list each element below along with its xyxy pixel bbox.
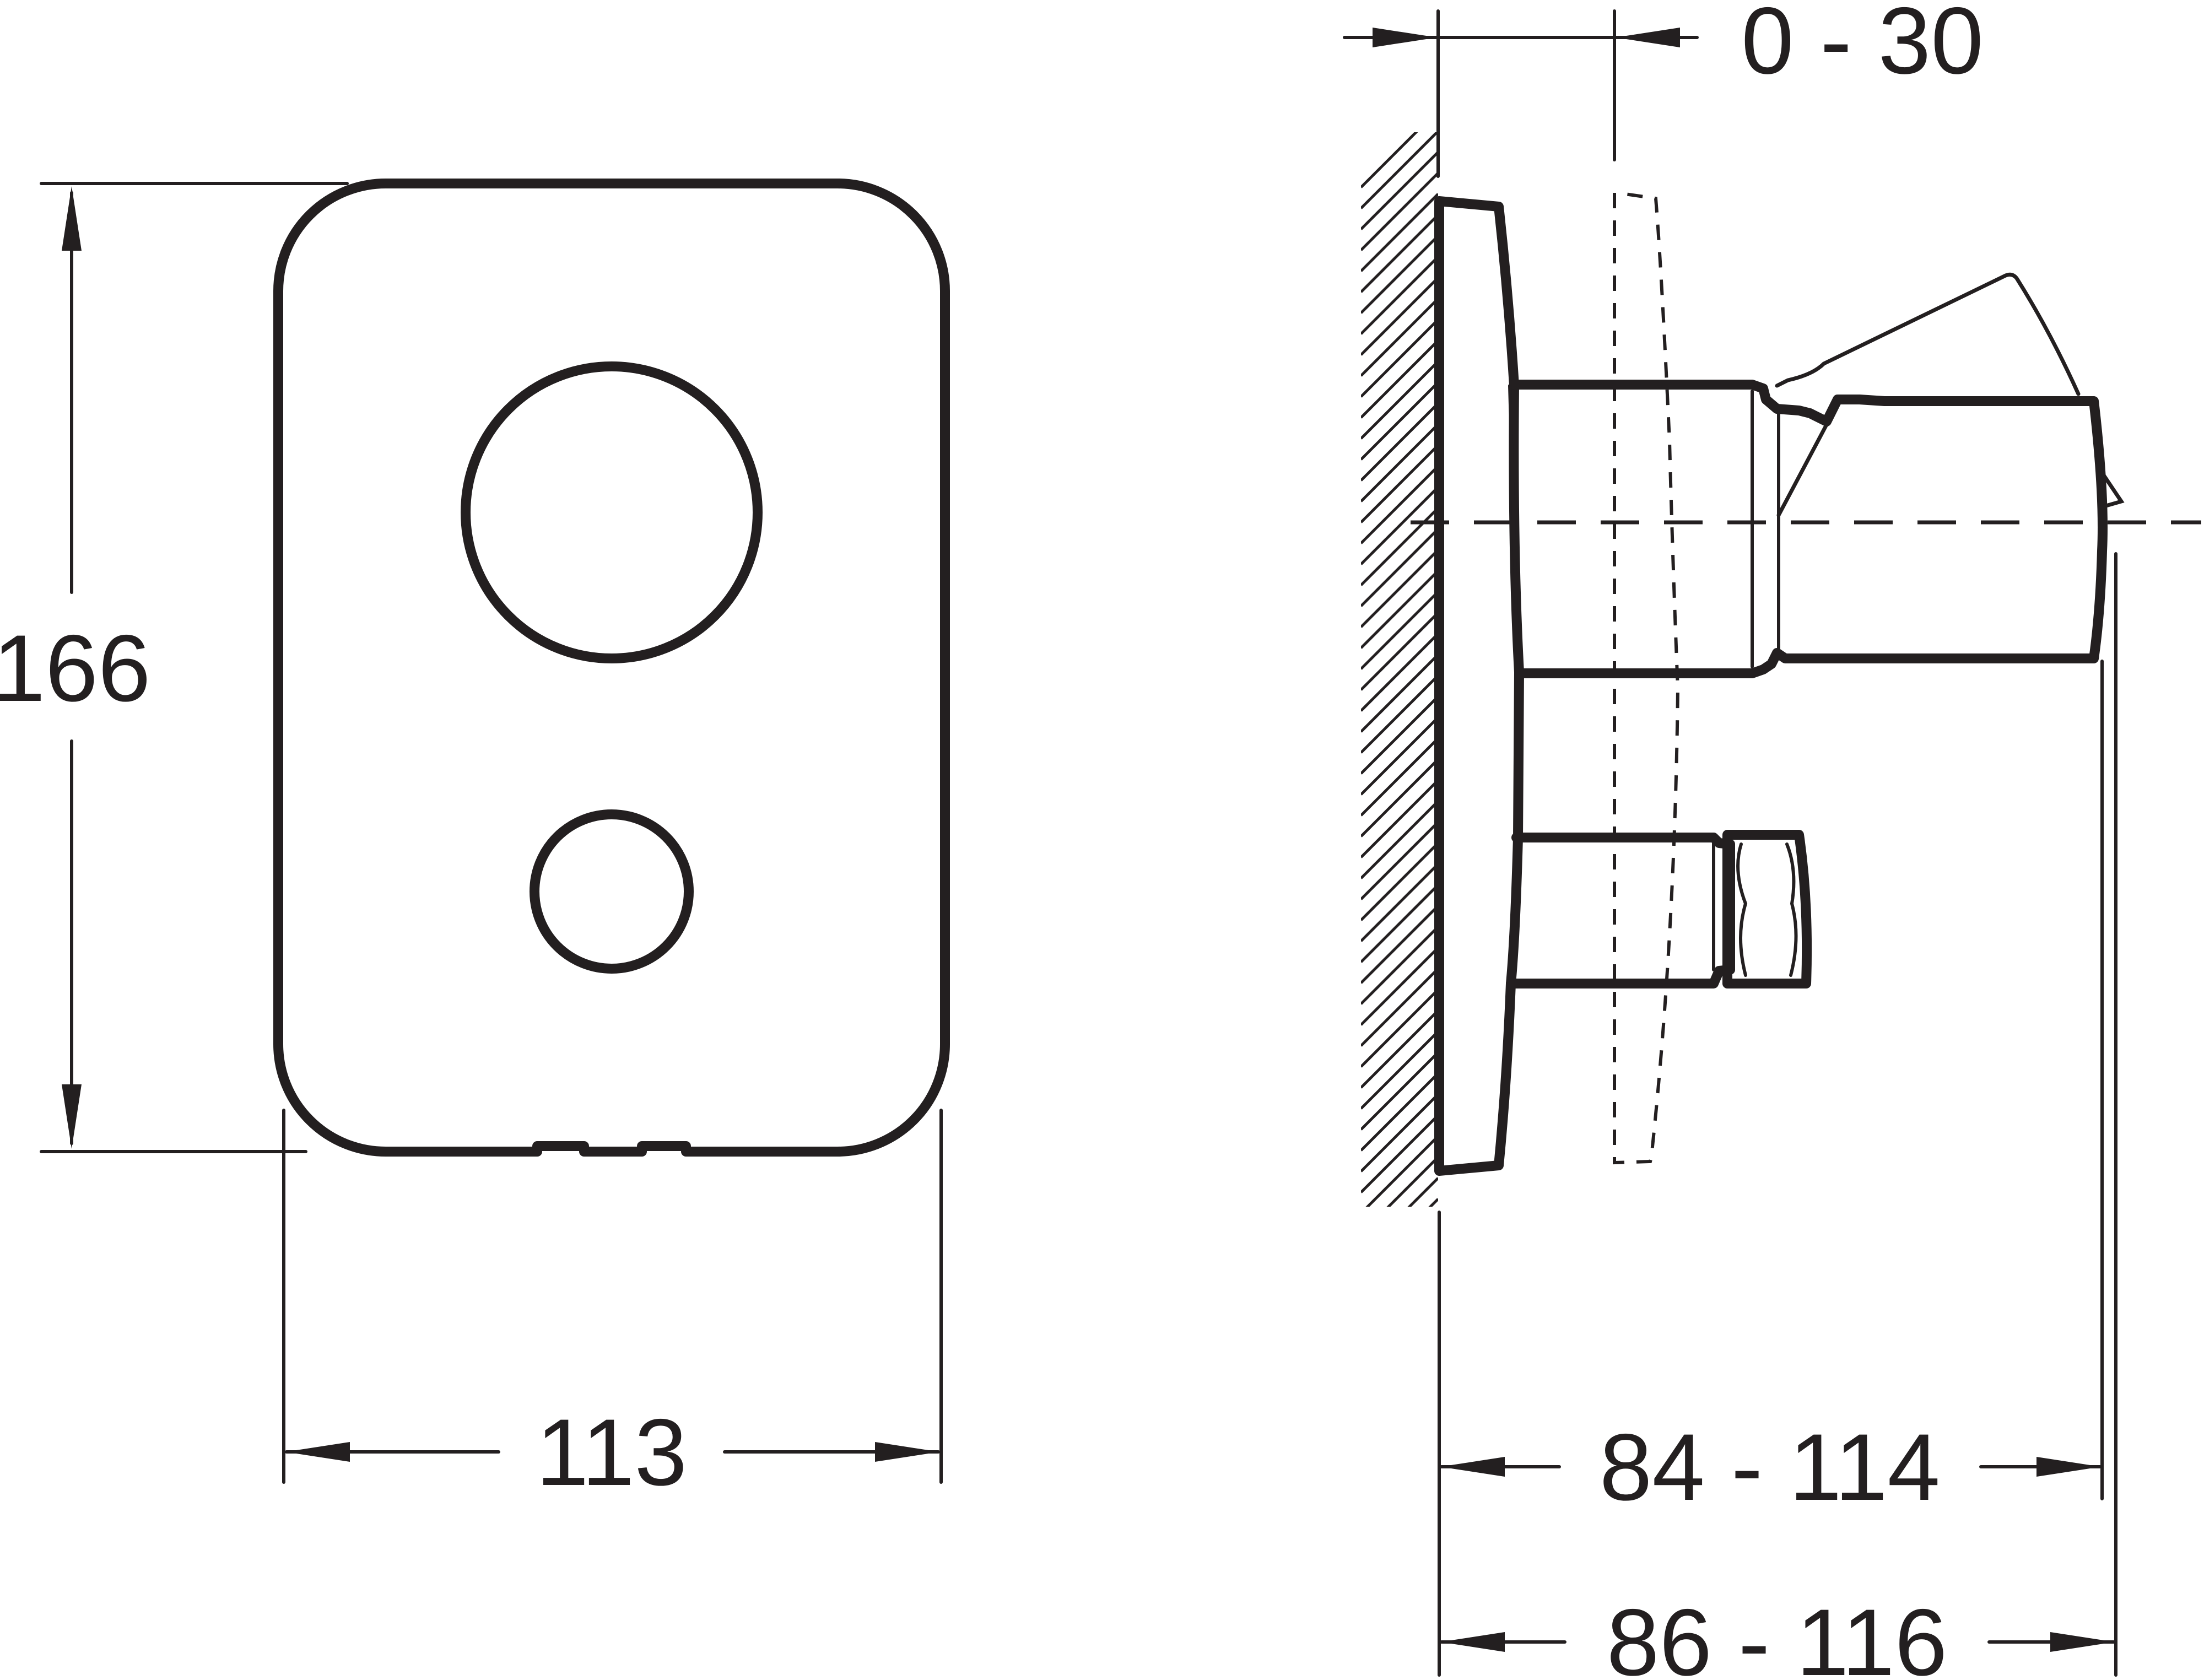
hatch-line <box>1361 339 1438 419</box>
hatch-line <box>1361 653 1438 733</box>
lever-tip <box>2099 469 2125 509</box>
hatch-line <box>1361 1241 1438 1318</box>
hatch-line <box>1361 926 1438 1005</box>
adjustment-range-outline <box>1613 191 1680 1165</box>
hatch-line <box>1361 779 1438 858</box>
outer-depth-label: 84 - 114 <box>1600 1414 1940 1520</box>
hatch-line <box>1361 360 1438 440</box>
hatch-line <box>1361 570 1438 649</box>
hatch-line <box>1361 821 1438 900</box>
hatch-line <box>1361 528 1438 607</box>
hatch-line <box>1361 947 1438 1026</box>
hatch-line <box>1361 633 1438 712</box>
hatch-line <box>1365 1135 1438 1207</box>
hatch-line <box>1361 1051 1438 1131</box>
width-label: 113 <box>536 1400 687 1505</box>
hatch-line <box>1361 842 1438 921</box>
hatch-line <box>1361 507 1438 586</box>
arrow-left-icon <box>1616 28 1680 47</box>
hatch-line <box>1361 758 1438 838</box>
diverter-knob-detail <box>1736 842 1798 977</box>
hatch-line <box>1361 1114 1438 1193</box>
arrow-right-icon <box>1373 28 1437 47</box>
cover-plate-profile <box>1434 196 1524 1176</box>
hatch-line <box>1361 905 1438 984</box>
hatch-line <box>1361 193 1438 272</box>
wall-hatching <box>1361 132 1438 1360</box>
hatch-line <box>1428 1198 1438 1207</box>
hatch-line <box>1361 1262 1438 1339</box>
hatch-line <box>1361 298 1438 377</box>
arrow-right-icon <box>2050 1632 2115 1652</box>
thermostat-body <box>1509 380 2108 678</box>
total-depth-label: 86 - 116 <box>1607 1590 1947 1680</box>
hatch-line <box>1361 132 1438 209</box>
hatch-line <box>1361 214 1438 293</box>
hatch-line <box>1361 1283 1438 1360</box>
diverter-knob-side <box>1722 830 1812 988</box>
hatch-line <box>1361 256 1438 335</box>
hatch-line <box>1361 235 1438 314</box>
arrow-right-icon <box>875 1442 939 1462</box>
hatch-line <box>1361 863 1438 942</box>
offset-label: 0 - 30 <box>1741 0 1984 94</box>
hatch-line <box>1361 172 1438 251</box>
hatch-line <box>1361 968 1438 1047</box>
thermostat-knob <box>461 361 763 663</box>
hatch-line <box>1361 444 1438 523</box>
diverter-body <box>1506 833 1735 988</box>
front-view: 166 113 <box>0 179 950 1505</box>
lever-lower-edge <box>1776 419 1830 517</box>
hatch-line <box>1361 486 1438 565</box>
hatch-line <box>1361 381 1438 461</box>
side-view: 0 - 30 84 - 114 86 - 116 <box>1343 0 2201 1680</box>
hatch-line <box>1361 151 1438 230</box>
hatch-line <box>1361 277 1438 356</box>
hatch-line <box>1407 1177 1438 1207</box>
hatch-line <box>1361 612 1438 691</box>
arrow-down-icon <box>62 1084 82 1149</box>
hatch-line <box>1361 1030 1438 1110</box>
hatch-line <box>1361 465 1438 544</box>
hatch-line <box>1361 591 1438 670</box>
hatch-line <box>1361 695 1438 775</box>
hatch-line <box>1361 716 1438 796</box>
arrow-up-icon <box>62 186 82 251</box>
hatch-line <box>1361 737 1438 817</box>
arrow-left-icon <box>1440 1457 1505 1477</box>
thermostat-lever <box>1775 272 2081 396</box>
diverter-knob <box>530 809 694 974</box>
hatch-lines <box>1361 132 1438 1360</box>
hatch-line <box>1361 1009 1438 1089</box>
height-label: 166 <box>0 615 150 721</box>
arrow-right-icon <box>2036 1457 2101 1477</box>
hatch-line <box>1361 132 1418 188</box>
hatch-line <box>1361 988 1438 1068</box>
hatch-line <box>1361 318 1438 398</box>
arrow-left-icon <box>1440 1632 1505 1652</box>
hatch-line <box>1361 402 1438 482</box>
cover-plate <box>273 179 950 1157</box>
hatch-line <box>1386 1156 1438 1207</box>
hatch-line <box>1361 800 1438 879</box>
hatch-line <box>1361 1093 1438 1173</box>
hatch-line <box>1361 674 1438 754</box>
arrow-left-icon <box>285 1442 350 1462</box>
plate-inner-line <box>1508 384 1520 674</box>
hatch-line <box>1361 549 1438 628</box>
hatch-line <box>1361 884 1438 963</box>
hatch-line <box>1361 423 1438 503</box>
hatch-line <box>1361 1072 1438 1152</box>
hatch-line <box>1361 1220 1438 1297</box>
